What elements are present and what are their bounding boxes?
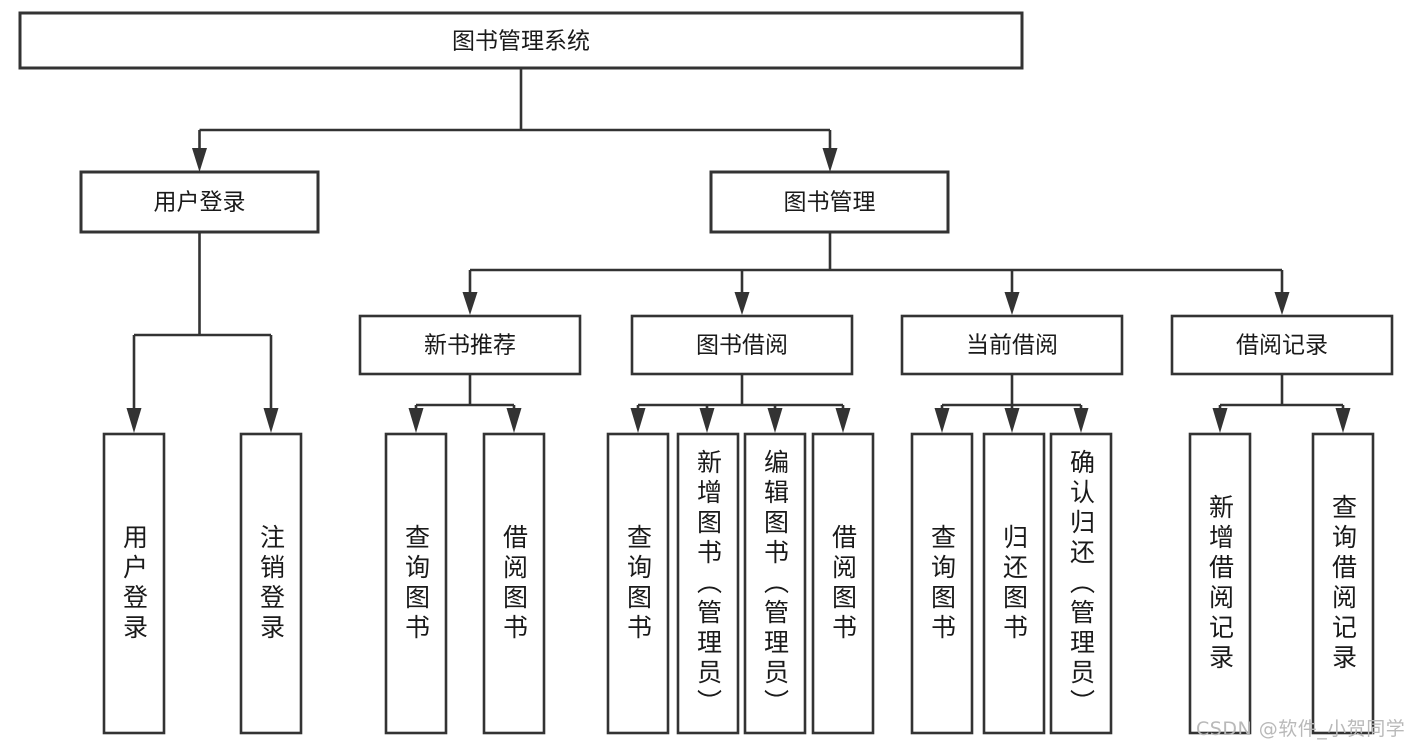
- arrow-to-user-login-icon: [192, 148, 207, 172]
- csdn-watermark: CSDN @软件_小贺同学: [1196, 718, 1405, 740]
- node-root-label: 图书管理系统: [452, 29, 590, 55]
- leaf-boxes: [102, 432, 1375, 735]
- node-book-borrow[interactable]: 图书借阅: [630, 314, 854, 376]
- node-current-borrow-label: 当前借阅: [966, 333, 1058, 359]
- arrow-to-leaf-borrow-book-2-icon: [835, 408, 851, 433]
- arrow-to-leaf-return-book-icon: [1004, 408, 1020, 433]
- arrow-to-book-borrow-icon: [734, 292, 750, 315]
- arrow-to-leaf-edit-book-icon: [767, 408, 783, 433]
- node-book-manage[interactable]: 图书管理: [709, 170, 950, 234]
- arrow-to-current-borrow-icon: [1004, 292, 1020, 315]
- arrow-to-leaf-query-book-1-icon: [408, 408, 424, 433]
- node-leaf-return-book-box[interactable]: [982, 432, 1046, 735]
- node-leaf-user-login-box[interactable]: [102, 432, 166, 735]
- node-root-box[interactable]: [18, 11, 1024, 70]
- arrow-to-leaf-logout-login-icon: [263, 408, 279, 433]
- arrow-to-leaf-query-record-icon: [1335, 408, 1351, 433]
- arrow-to-book-manage-icon: [822, 148, 838, 172]
- node-new-book-recommend[interactable]: 新书推荐: [358, 314, 582, 376]
- arrow-to-borrow-record-icon: [1274, 292, 1290, 315]
- arrow-to-leaf-add-record-icon: [1212, 408, 1228, 433]
- node-user-login-label: 用户登录: [154, 190, 246, 216]
- node-root[interactable]: 图书管理系统: [18, 11, 1024, 70]
- node-user-login-box[interactable]: [79, 170, 320, 234]
- node-leaf-borrow-book-1-box[interactable]: [482, 432, 546, 735]
- node-current-borrow[interactable]: 当前借阅: [900, 314, 1124, 376]
- node-leaf-query-book-2-box[interactable]: [606, 432, 670, 735]
- node-new-book-recommend-box[interactable]: [358, 314, 582, 376]
- node-book-manage-box[interactable]: [709, 170, 950, 234]
- node-book-borrow-box[interactable]: [630, 314, 854, 376]
- arrow-to-leaf-borrow-book-1-icon: [506, 408, 522, 433]
- arrow-to-leaf-query-book-2-icon: [630, 408, 646, 433]
- node-current-borrow-box[interactable]: [900, 314, 1124, 376]
- node-leaf-query-book-1-box[interactable]: [384, 432, 448, 735]
- arrow-to-leaf-query-book-3-icon: [934, 408, 950, 433]
- node-user-login[interactable]: 用户登录: [79, 170, 320, 234]
- node-borrow-record-box[interactable]: [1170, 314, 1394, 376]
- node-book-manage-label: 图书管理: [784, 190, 876, 216]
- node-book-borrow-label: 图书借阅: [696, 333, 788, 359]
- node-leaf-borrow-book-2-box[interactable]: [811, 432, 875, 735]
- node-leaf-edit-book-box[interactable]: [743, 432, 807, 735]
- node-borrow-record[interactable]: 借阅记录: [1170, 314, 1394, 376]
- node-leaf-confirm-return-box[interactable]: [1049, 432, 1113, 735]
- arrow-to-leaf-confirm-return-icon: [1073, 408, 1089, 433]
- node-borrow-record-label: 借阅记录: [1236, 333, 1328, 359]
- node-leaf-add-record-box[interactable]: [1188, 432, 1252, 735]
- arrow-to-leaf-user-login-icon: [126, 408, 142, 433]
- node-new-book-recommend-label: 新书推荐: [424, 333, 516, 359]
- arrow-to-new-book-recommend-icon: [462, 292, 478, 315]
- node-leaf-logout-login-box[interactable]: [239, 432, 303, 735]
- arrow-to-leaf-add-book-icon: [699, 408, 715, 433]
- node-leaf-query-book-3-box[interactable]: [910, 432, 974, 735]
- node-leaf-add-book-box[interactable]: [676, 432, 740, 735]
- connectors: [126, 68, 1351, 433]
- node-leaf-query-record-box[interactable]: [1311, 432, 1375, 735]
